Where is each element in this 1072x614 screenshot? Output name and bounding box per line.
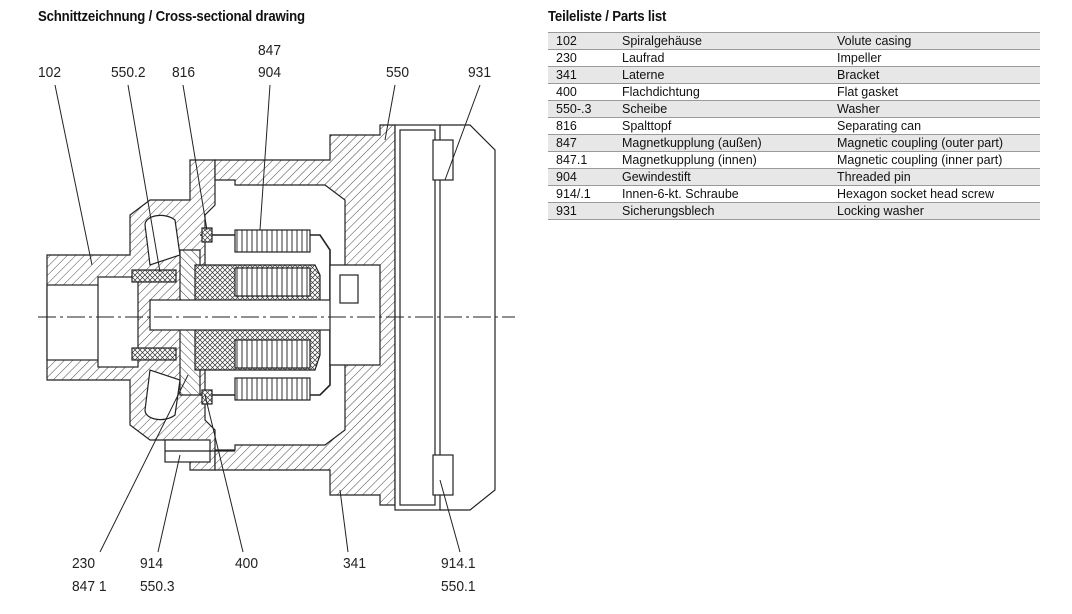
callout-914: 914 [140, 555, 164, 572]
table-row: 816 Spalttopf Separating can [548, 117, 1040, 135]
callout-914-1: 914.1 [441, 555, 476, 572]
inner-magnet-pole-bottom [234, 339, 311, 369]
volute-cavity-bottom [144, 369, 181, 421]
part-number: 550-.3 [548, 100, 614, 118]
part-name-english: Washer [829, 100, 1040, 118]
bracket [214, 124, 396, 506]
part-name-english: Flat gasket [829, 83, 1040, 101]
parts-list-table: 102 Spiralgehäuse Volute casing 230 Lauf… [548, 32, 1040, 220]
threaded-pin-904 [339, 274, 359, 304]
callout-230: 230 [72, 555, 96, 572]
volute-cavity-top [144, 214, 181, 266]
part-number: 904 [548, 168, 614, 186]
part-name-german: Scheibe [614, 100, 829, 118]
part-name-german: Spiralgehäuse [614, 32, 829, 50]
table-row: 931 Sicherungsblech Locking washer [548, 202, 1040, 220]
callout-847-1: 847 1 [72, 578, 107, 595]
part-number: 816 [548, 117, 614, 135]
part-name-german: Magnetkupplung (außen) [614, 134, 829, 152]
part-name-english: Volute casing [829, 32, 1040, 50]
part-number: 102 [548, 32, 614, 50]
callout-816: 816 [172, 64, 196, 81]
cross-section-drawing [38, 84, 515, 553]
part-name-german: Spalttopf [614, 117, 829, 135]
callout-400: 400 [235, 555, 259, 572]
flat-gasket-top [201, 227, 213, 243]
table-row: 341 Laterne Bracket [548, 66, 1040, 84]
screw-914-1-top [432, 139, 454, 181]
table-row: 847.1 Magnetkupplung (innen) Magnetic co… [548, 151, 1040, 169]
part-number: 847 [548, 134, 614, 152]
part-name-german: Magnetkupplung (innen) [614, 151, 829, 169]
part-name-german: Laterne [614, 66, 829, 84]
part-number: 914/.1 [548, 185, 614, 203]
outer-magnet-bottom [234, 377, 311, 401]
drawing-title: Schnittzeichnung / Cross-sectional drawi… [38, 8, 305, 25]
parts-list-title: Teileliste / Parts list [548, 8, 667, 25]
screw-914-1-bottom [432, 454, 454, 496]
part-name-english: Impeller [829, 49, 1040, 67]
part-name-german: Sicherungsblech [614, 202, 829, 220]
part-name-german: Laufrad [614, 49, 829, 67]
callout-550-1: 550.1 [441, 578, 476, 595]
table-row: 230 Laufrad Impeller [548, 49, 1040, 67]
part-number: 847.1 [548, 151, 614, 169]
table-row: 847 Magnetkupplung (außen) Magnetic coup… [548, 134, 1040, 152]
part-name-english: Threaded pin [829, 168, 1040, 186]
table-row: 904 Gewindestift Threaded pin [548, 168, 1040, 186]
part-name-english: Locking washer [829, 202, 1040, 220]
inner-magnet-pole-top [234, 267, 311, 297]
section-geometry [38, 84, 515, 553]
table-row: 550-.3 Scheibe Washer [548, 100, 1040, 118]
table-row: 102 Spiralgehäuse Volute casing [548, 32, 1040, 50]
part-name-english: Magnetic coupling (outer part) [829, 134, 1040, 152]
callout-904: 904 [258, 64, 282, 81]
callout-847: 847 [258, 42, 282, 59]
leader-lines [54, 84, 481, 553]
table-row: 914/.1 Innen-6-kt. Schraube Hexagon sock… [548, 185, 1040, 203]
callout-931: 931 [468, 64, 492, 81]
part-name-german: Innen-6-kt. Schraube [614, 185, 829, 203]
wear-ring-top [131, 269, 177, 283]
callout-550-2: 550.2 [111, 64, 146, 81]
callout-550-3: 550.3 [140, 578, 175, 595]
part-name-english: Bracket [829, 66, 1040, 84]
part-name-english: Hexagon socket head screw [829, 185, 1040, 203]
part-number: 400 [548, 83, 614, 101]
outer-magnet-top [234, 229, 311, 253]
callout-550: 550 [386, 64, 410, 81]
inlet-insert [97, 276, 139, 368]
wear-ring-bottom [131, 347, 177, 361]
part-name-german: Flachdichtung [614, 83, 829, 101]
part-name-german: Gewindestift [614, 168, 829, 186]
callout-341: 341 [343, 555, 367, 572]
part-number: 230 [548, 49, 614, 67]
part-name-english: Separating can [829, 117, 1040, 135]
table-row: 400 Flachdichtung Flat gasket [548, 83, 1040, 101]
part-name-english: Magnetic coupling (inner part) [829, 151, 1040, 169]
callout-102: 102 [38, 64, 62, 81]
part-number: 341 [548, 66, 614, 84]
part-number: 931 [548, 202, 614, 220]
